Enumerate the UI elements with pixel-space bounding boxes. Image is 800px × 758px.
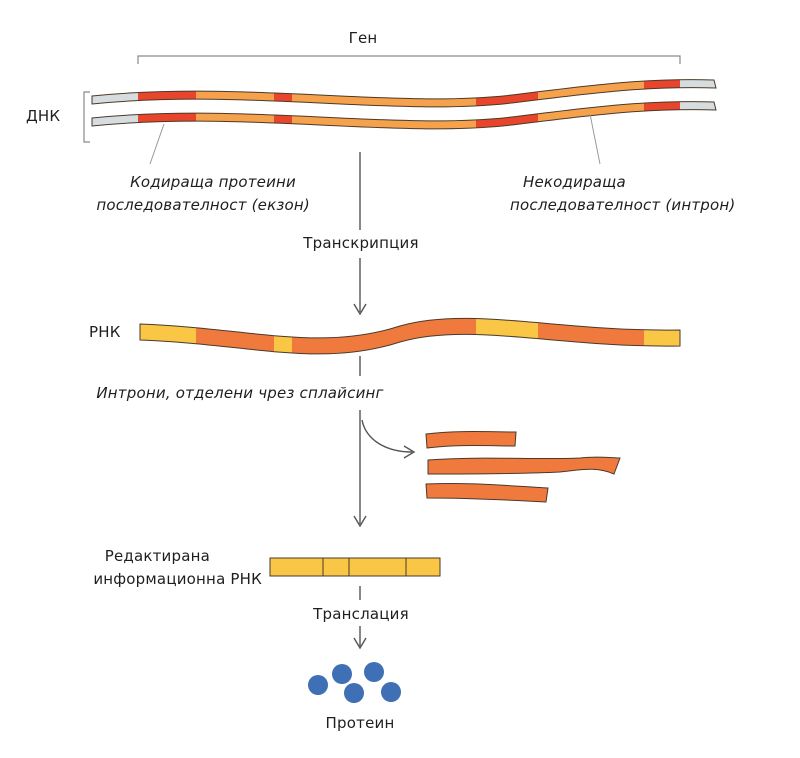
protein-ball — [332, 664, 352, 684]
exon-label-line1: Кодираща протеини — [130, 173, 296, 191]
protein-ball — [344, 683, 364, 703]
dna-seg-end-right — [680, 101, 716, 129]
rna-seg-intron — [292, 318, 476, 354]
intron-pointer-line — [589, 113, 601, 165]
protein-ball — [364, 662, 384, 682]
gene-bracket — [137, 55, 681, 64]
removed-intron — [425, 431, 517, 449]
exon-label-line2: последователност (екзон) — [96, 196, 310, 214]
protein-molecules — [308, 662, 401, 703]
rna-seg-intron — [196, 318, 274, 354]
mrna-strand — [269, 557, 441, 577]
rna-seg-exon — [274, 318, 292, 354]
rna-seg-exon — [644, 318, 680, 354]
exon-pointer-line — [149, 123, 165, 165]
dna-label: ДНК — [26, 107, 61, 125]
dna-seg-intron — [538, 101, 644, 129]
dna-bracket — [83, 91, 90, 143]
splicing-label: Интрони, отделени чрез сплайсинг — [96, 384, 384, 402]
transcription-label: Транскрипция — [303, 234, 419, 252]
intron-label-line1: Некодираща — [523, 173, 626, 191]
intron-removal-arrow — [361, 419, 413, 453]
mrna-label-line2: информационна РНК — [93, 570, 262, 588]
dna-seg-exon — [644, 101, 680, 129]
arrow-head — [353, 303, 367, 316]
translation-label: Транслация — [313, 605, 409, 623]
rna-label: РНК — [89, 323, 121, 341]
removed-intron — [427, 456, 621, 475]
protein-ball — [308, 675, 328, 695]
mrna-label-line1: Редактирана — [104, 547, 210, 565]
dna-seg-exon — [644, 79, 680, 107]
rna-seg-exon — [476, 318, 538, 354]
protein-label: Протеин — [325, 714, 395, 732]
removed-introns — [425, 431, 621, 503]
protein-ball — [381, 682, 401, 702]
intron-label-line2: последователност (интрон) — [510, 196, 736, 214]
removed-intron — [425, 482, 549, 503]
gene-label: Ген — [348, 29, 378, 47]
rna-strand — [140, 318, 680, 354]
dna-seg-end-right — [680, 79, 716, 107]
